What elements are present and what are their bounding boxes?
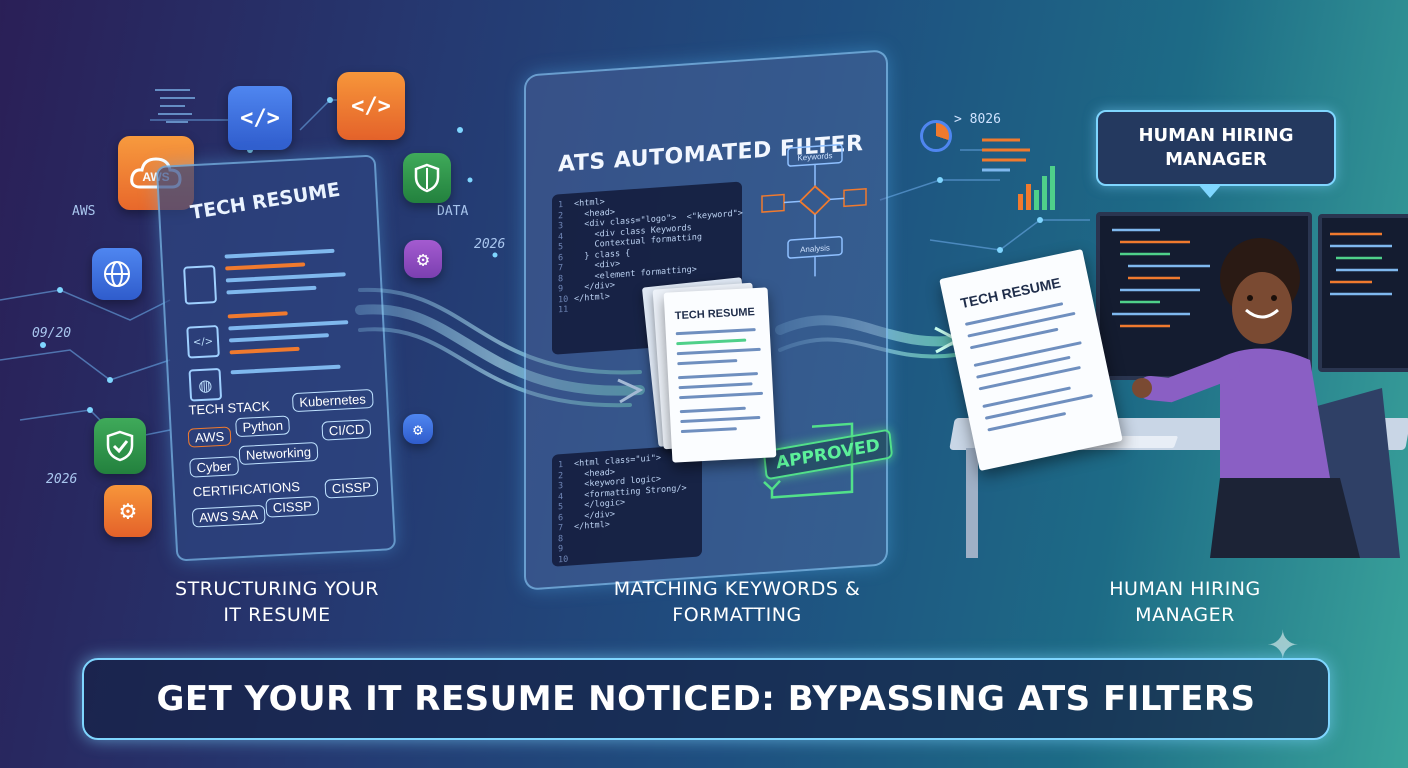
shield-icon bbox=[403, 153, 451, 203]
flow-bottom-label: Analysis bbox=[800, 243, 830, 254]
ats-resume-title: TECH RESUME bbox=[674, 306, 756, 323]
flow-diagram: Keywords Analysis bbox=[761, 143, 867, 277]
code-icon: </> bbox=[337, 72, 405, 140]
ats-resume-document: TECH RESUME bbox=[663, 287, 777, 463]
pie-chart-icon bbox=[920, 120, 952, 152]
gear-icon: ⚙ bbox=[104, 485, 152, 537]
gear-icon: ⚙ bbox=[404, 240, 442, 278]
speech-bubble: HUMAN HIRING MANAGER bbox=[1096, 110, 1336, 198]
label-data: DATA bbox=[437, 204, 469, 219]
label-year-top: 2026 bbox=[474, 237, 506, 252]
speech-bubble-text: HUMAN HIRING MANAGER bbox=[1138, 125, 1294, 170]
bar-chart-icon bbox=[1018, 166, 1055, 210]
gear-icon: ⚙ bbox=[403, 414, 433, 444]
approval-arrow bbox=[763, 422, 854, 499]
globe-icon bbox=[92, 248, 142, 300]
label-metric: > 8026 bbox=[954, 112, 1001, 127]
code-block-bottom: 1 2 3 4 5 6 7 8 9 10 <html class="ui"> <… bbox=[552, 444, 702, 567]
monitor-right bbox=[1318, 214, 1408, 372]
label-date-left: 09/20 bbox=[32, 326, 72, 341]
code-bottom-text: <html class="ui"> <head> <keyword logic>… bbox=[574, 453, 687, 533]
label-aws-left: AWS bbox=[72, 204, 96, 219]
desk-leg bbox=[966, 448, 978, 558]
code-icon: </> bbox=[228, 86, 292, 150]
ats-filter-panel: ATS AUTOMATED FILTER 1 2 3 4 5 6 7 8 9 1… bbox=[524, 49, 894, 591]
label-year-bottom: 2026 bbox=[46, 472, 78, 487]
caption-step-1: STRUCTURING YOUR IT RESUME bbox=[175, 578, 379, 626]
title-banner: GET YOUR IT RESUME NOTICED: BYPASSING AT… bbox=[82, 658, 1330, 740]
hiring-manager-illustration bbox=[1132, 238, 1400, 558]
banner-title: GET YOUR IT RESUME NOTICED: BYPASSING AT… bbox=[156, 679, 1256, 719]
caption-step-3: HUMAN HIRING MANAGER bbox=[1109, 578, 1261, 626]
caption-step-2: MATCHING KEYWORDS & FORMATTING bbox=[613, 578, 861, 626]
code-bottom-line-numbers: 1 2 3 4 5 6 7 8 9 10 bbox=[558, 459, 569, 565]
check-shield-icon bbox=[94, 418, 146, 474]
flow-top-label: Keywords bbox=[797, 151, 832, 162]
code-top-line-numbers: 1 2 3 4 5 6 7 8 9 10 11 bbox=[558, 199, 569, 316]
stats-lines bbox=[982, 138, 1030, 172]
